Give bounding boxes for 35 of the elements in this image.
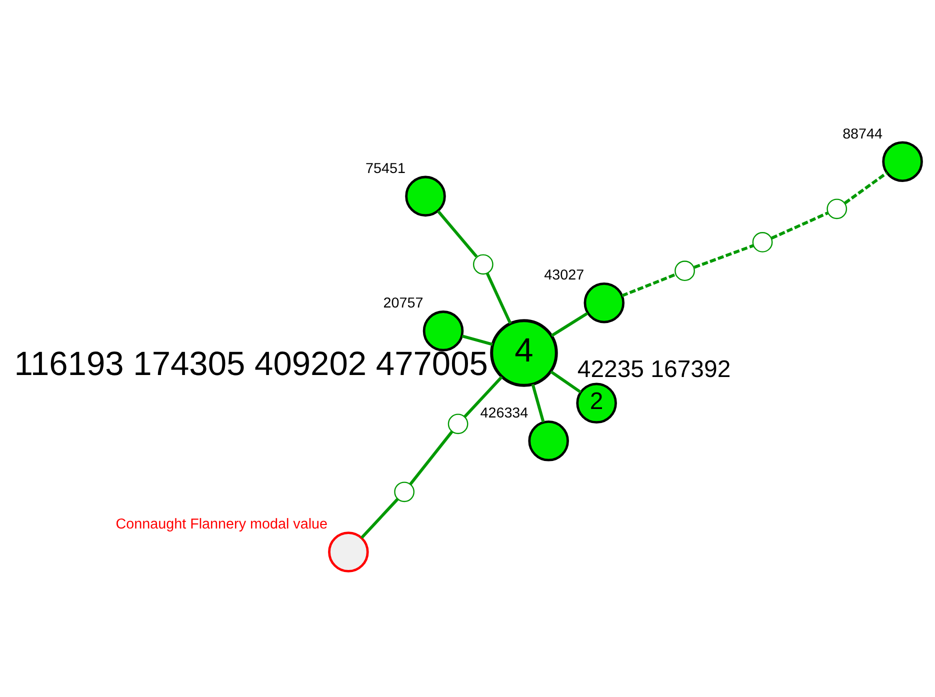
node-circle [404,175,446,216]
connector [770,211,828,239]
connector [408,430,453,485]
node-circle [674,260,694,281]
connector [461,334,492,346]
connector [844,171,888,204]
node-circle [447,413,468,434]
node-circle [472,254,493,274]
connector [530,383,544,422]
node-circle [528,420,568,461]
connector [550,311,588,337]
node-circle [422,310,464,351]
node-circle [328,531,368,572]
connector [620,272,676,297]
node-circle [826,198,847,219]
connector [550,370,582,393]
connector [436,210,478,258]
node-label: 42235 167392 [576,355,730,382]
node-label: 88744 [842,126,882,142]
node-label: 426334 [480,405,528,422]
node-circle: 2 [576,382,616,424]
node-label: Connaught Flannery modal value [115,516,328,532]
connector [360,497,398,538]
connector [463,375,502,418]
node-circle [394,481,414,502]
node-circle: 4 [490,318,558,386]
node-label: 75451 [365,160,406,176]
connector [485,272,512,324]
node-circle [752,232,772,252]
node-label: 43027 [544,267,584,284]
node-circle [882,140,922,182]
node-circle [583,282,624,323]
node-label: 20757 [382,295,423,312]
node-label: 116193 174305 409202 477005 [14,346,488,383]
connector [693,244,754,268]
